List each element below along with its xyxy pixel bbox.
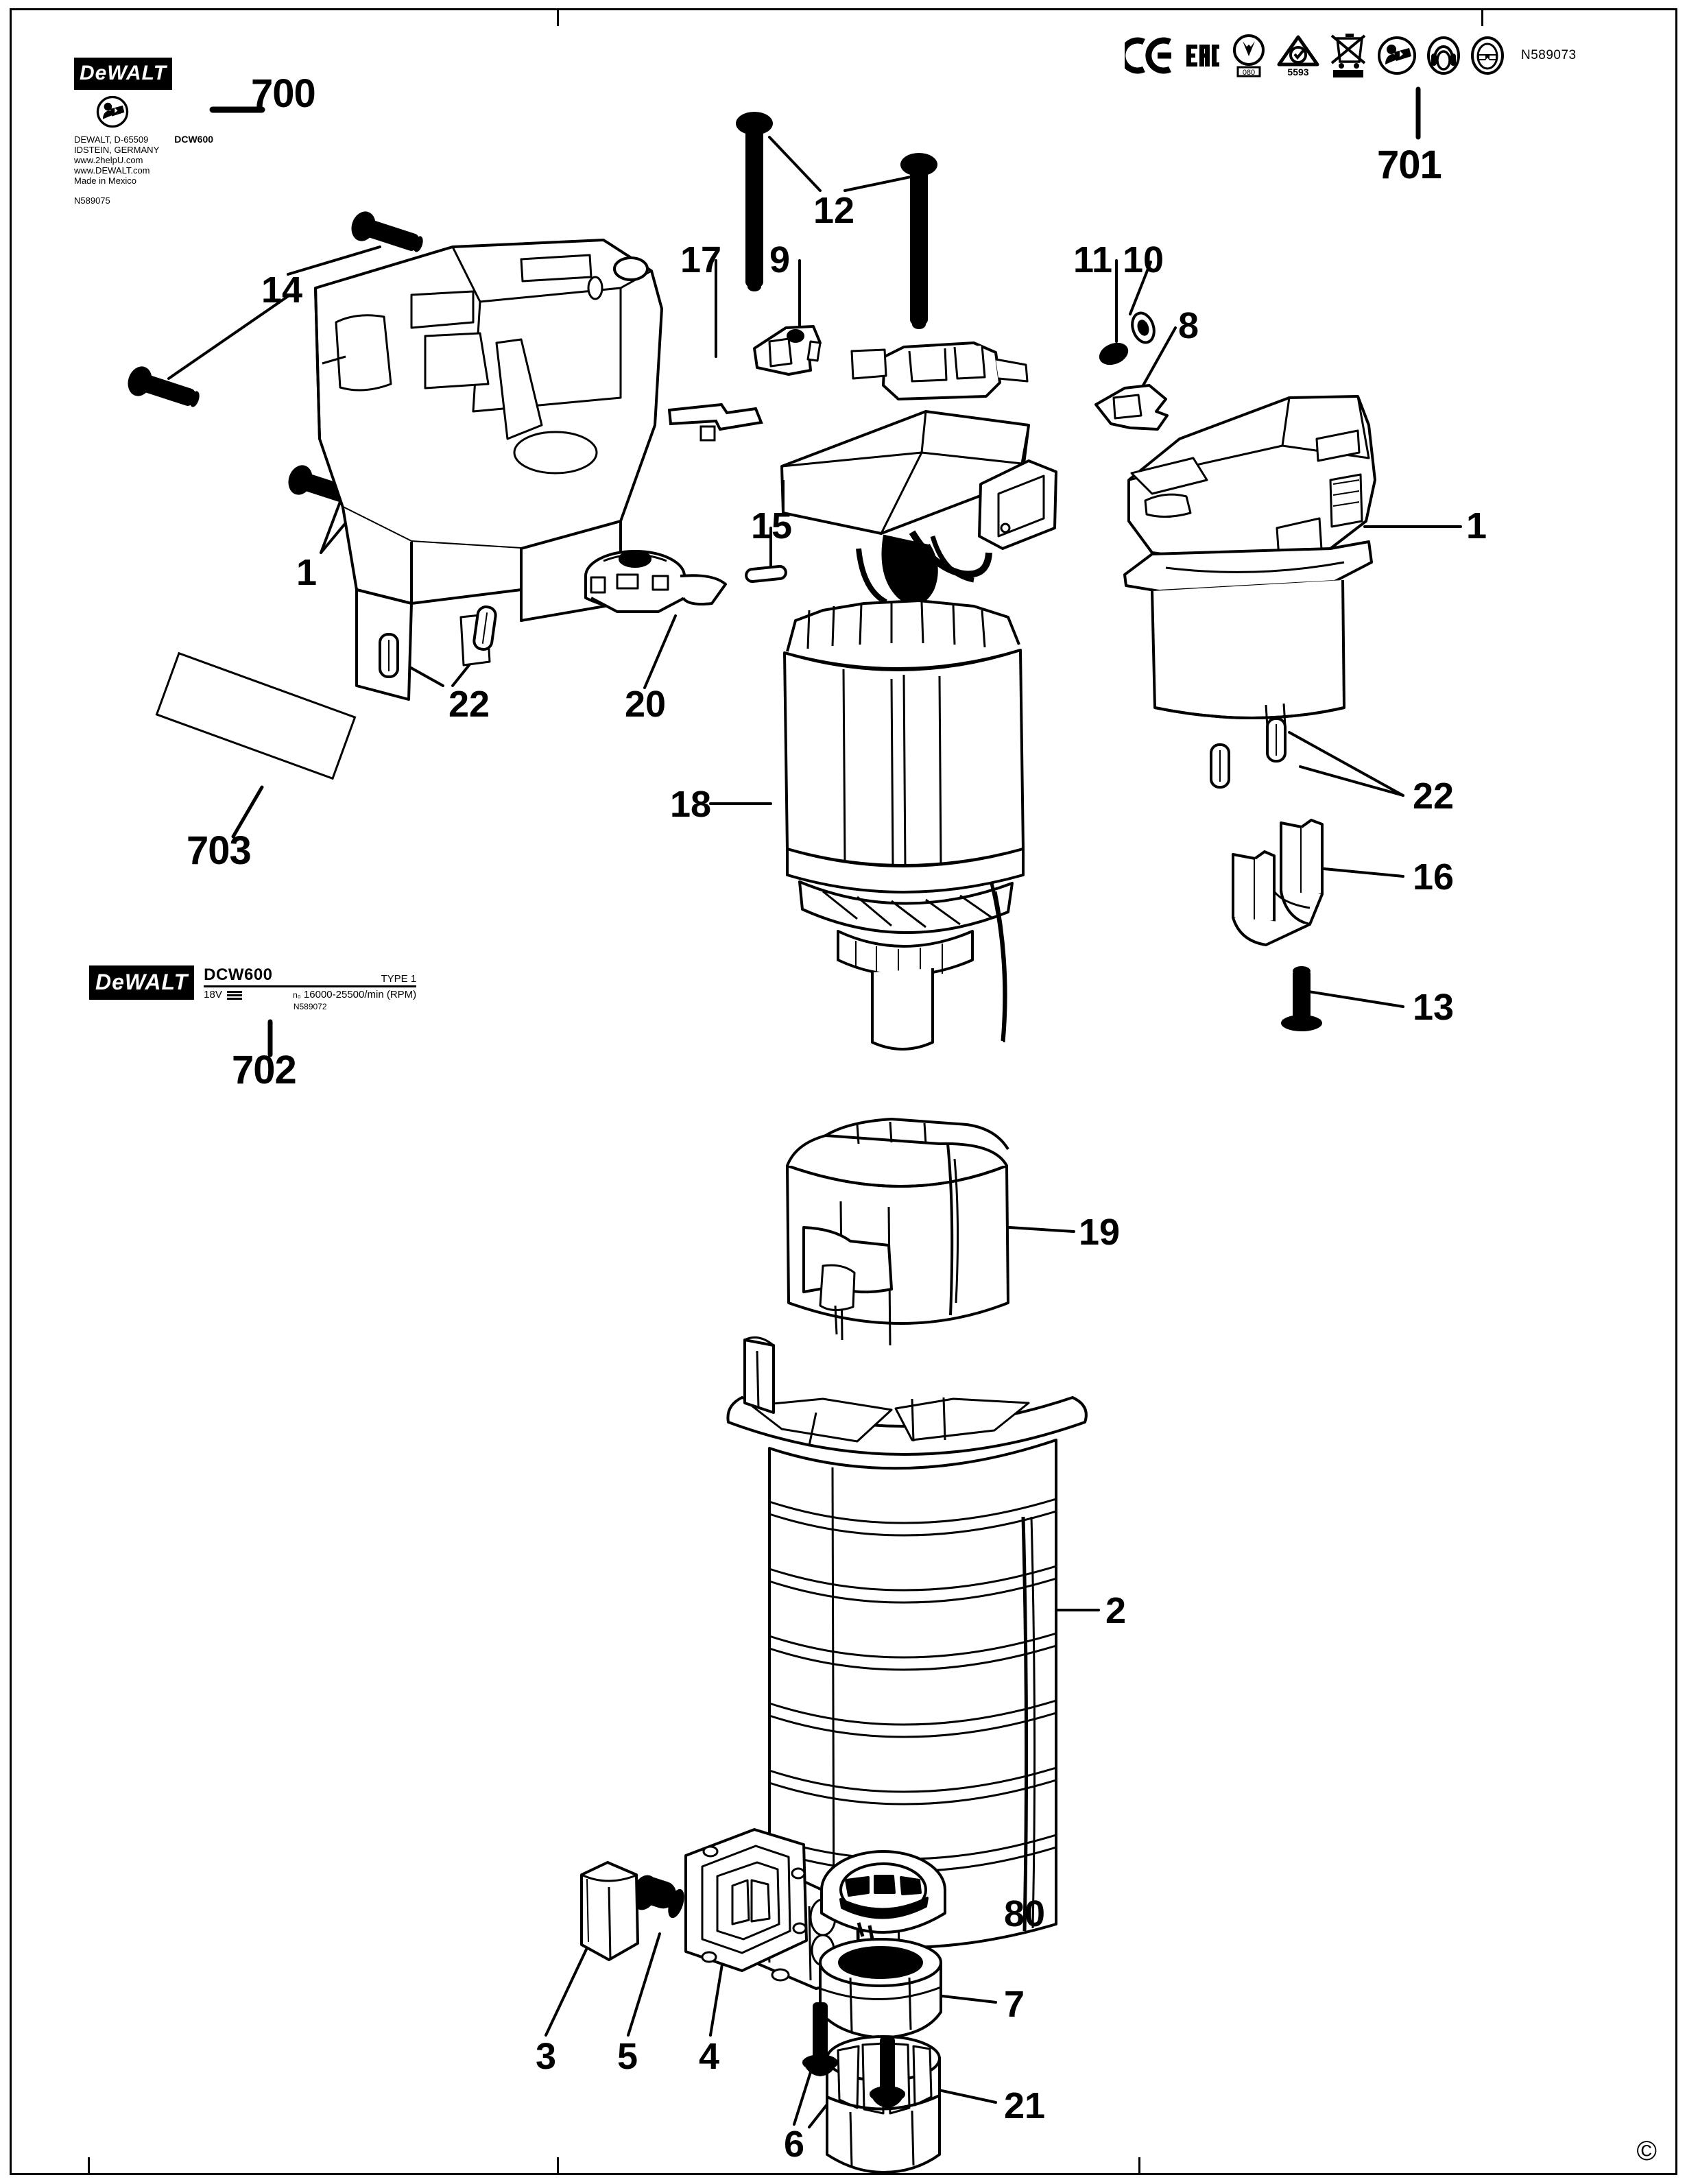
callout-20: 20 (625, 684, 667, 725)
callout-1-right: 1 (1466, 505, 1487, 547)
certification-part-number: N589073 (1521, 48, 1577, 62)
part-14-housing-screw (128, 211, 423, 505)
callout-5: 5 (617, 2036, 638, 2077)
frame-tick-bottom-far-left (88, 2157, 90, 2175)
callout-22-right: 22 (1413, 776, 1455, 817)
callout-1-left: 1 (296, 552, 318, 593)
rating-model: DCW600 (204, 965, 273, 984)
frame-tick-bottom-left (557, 2157, 559, 2175)
frame-tick-top-right (1481, 8, 1483, 26)
certification-icon-row: 080 5593 (1125, 32, 1577, 80)
callout-702: 702 (232, 1048, 297, 1092)
callout-16: 16 (1413, 856, 1455, 898)
part-3-knob-cap (580, 1861, 639, 1961)
svg-text:080: 080 (1243, 69, 1255, 77)
part-20-speed-control-dial (584, 550, 727, 613)
callout-6: 6 (784, 2124, 805, 2165)
ear-protection-icon (1427, 36, 1460, 75)
frame-tick-top-left (557, 8, 559, 26)
dewalt-logo-700: DeWALT (74, 58, 173, 90)
callout-18: 18 (670, 784, 712, 825)
ce-mark-icon (1125, 37, 1171, 74)
dewalt-logo-702: DeWALT (89, 965, 195, 1000)
part-22-alignment-pin-right (1210, 717, 1287, 789)
callout-4: 4 (699, 2036, 720, 2077)
part-19-motor-shroud (786, 1118, 1009, 1346)
eac-mark-icon (1186, 45, 1219, 67)
warning-label-part-number: N589075 (74, 195, 110, 206)
part-80-collet-lock-ring (820, 1850, 946, 1940)
part-16-u-bracket (1232, 819, 1324, 946)
rating-box: DCW600 TYPE 1 18V n₀ 16000-25500/min (RP… (204, 965, 417, 1011)
ukrainian-conformity-icon: 080 (1233, 34, 1265, 77)
part-8-lever-arm (1094, 384, 1169, 431)
part-21-collet-sleeve (826, 2035, 941, 2174)
frame-tick-bottom-right (1138, 2157, 1140, 2175)
part-6-machine-screw (802, 2002, 905, 2108)
callout-12: 12 (813, 190, 855, 231)
callout-11: 11 (1073, 239, 1113, 280)
callout-3: 3 (536, 2036, 557, 2077)
part-7-collet-nut (819, 1938, 942, 2039)
rating-type: TYPE 1 (381, 973, 417, 985)
callout-17: 17 (680, 239, 722, 280)
callout-10: 10 (1123, 239, 1164, 280)
rating-speed: n₀ 16000-25500/min (RPM) (293, 989, 417, 1000)
callout-701: 701 (1377, 143, 1442, 187)
callout-14: 14 (261, 269, 303, 311)
callout-21: 21 (1004, 2085, 1046, 2126)
part-13-pan-head-screw (1281, 966, 1322, 1031)
callout-13: 13 (1413, 987, 1455, 1028)
part-15-dowel-pin (745, 564, 787, 584)
callout-700: 700 (251, 71, 316, 116)
read-manual-icon (1378, 36, 1416, 75)
callout-15: 15 (751, 505, 793, 547)
callout-80: 80 (1004, 1893, 1046, 1934)
callout-8: 8 (1178, 305, 1199, 346)
callout-9: 9 (769, 239, 791, 280)
rating-part-number: N589072 (293, 1001, 327, 1011)
callout-22-left: 22 (448, 684, 490, 725)
warning-label-model: DCW600 (174, 134, 214, 145)
rcm-mark-icon: 5593 (1277, 35, 1319, 77)
eye-protection-icon (1471, 36, 1504, 75)
part-4-clamp-bracket (684, 1828, 808, 1972)
switch-module-assembly (780, 341, 1057, 605)
part-9-switch-lever (753, 325, 822, 376)
part-17-spring-clip (667, 403, 763, 442)
part-2-base-body-assembly (726, 1336, 1088, 1995)
part-12-long-housing-screw (736, 112, 937, 329)
copyright-symbol: © (1636, 2136, 1657, 2166)
callout-19: 19 (1079, 1212, 1121, 1253)
svg-text:5593: 5593 (1287, 67, 1308, 77)
part-18-motor-armature-assembly (783, 599, 1025, 1051)
warning-label-700: DeWALT DEWALT, D-65509 IDSTEIN, GERMANY … (74, 58, 213, 206)
rating-voltage: 18V (204, 989, 243, 1001)
part-11-pin (1099, 342, 1129, 365)
callout-2: 2 (1105, 1590, 1127, 1631)
weee-bin-icon (1330, 34, 1366, 77)
read-manual-icon (96, 95, 129, 128)
callout-7: 7 (1004, 1984, 1025, 2025)
part-10-washer (1131, 311, 1156, 344)
part-1-motor-housing-half-right (1123, 395, 1376, 728)
rating-label-702: DeWALT DCW600 TYPE 1 18V n₀ 16000-25500/… (89, 965, 417, 1011)
warning-label-address: DEWALT, D-65509 IDSTEIN, GERMANY www.2he… (74, 134, 160, 186)
dc-symbol-icon (227, 989, 243, 1001)
callout-703: 703 (187, 828, 252, 873)
